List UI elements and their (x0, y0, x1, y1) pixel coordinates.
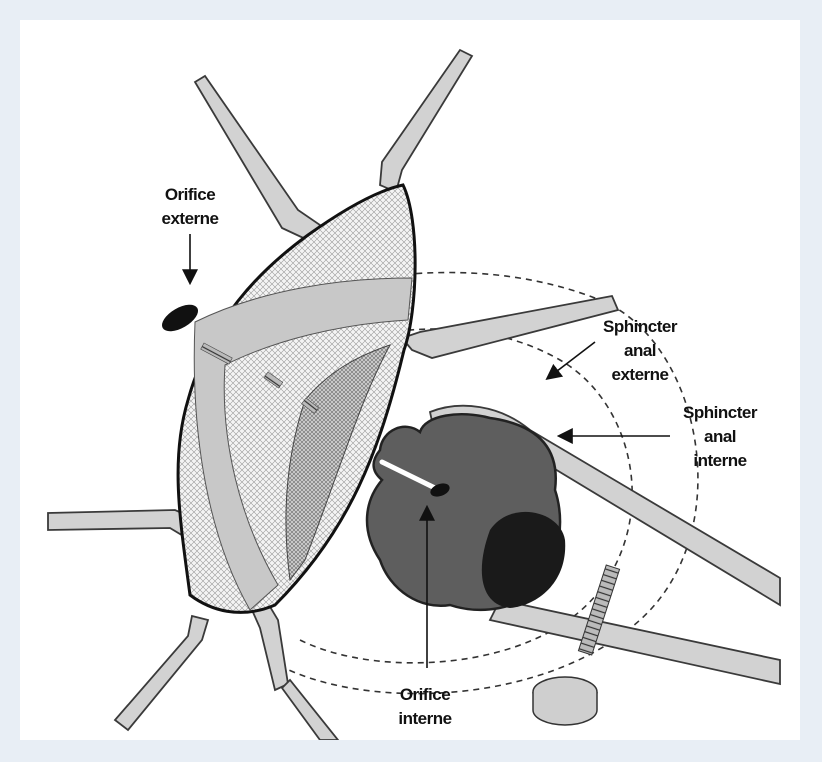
figure-panel: Orifice externe Sphincter anal externe S… (20, 20, 800, 740)
label-sphincter-externe-line1: Sphincter (603, 317, 678, 336)
label-sphincter-externe-line2: anal (624, 341, 656, 360)
label-orifice-interne-line1: Orifice (400, 685, 450, 704)
label-sphincter-externe: Sphincter anal externe (548, 317, 678, 384)
label-sphincter-interne: Sphincter anal interne (560, 403, 758, 470)
label-sphincter-interne-line1: Sphincter (683, 403, 758, 422)
label-sphincter-externe-line3: externe (612, 365, 669, 384)
label-orifice-interne-line2: interne (398, 709, 451, 728)
label-orifice-externe-line1: Orifice (165, 185, 215, 204)
retractor-bottom (252, 600, 338, 740)
label-sphincter-interne-line3: interne (693, 451, 746, 470)
dark-mass (482, 512, 565, 608)
retractor-bottom-left (115, 616, 208, 730)
label-sphincter-interne-line2: anal (704, 427, 736, 446)
retractor-top-right (380, 50, 472, 192)
label-orifice-externe-line2: externe (162, 209, 219, 228)
surgical-diagram: Orifice externe Sphincter anal externe S… (20, 20, 800, 740)
arrow-sphincter-externe (548, 342, 595, 378)
label-orifice-externe: Orifice externe (162, 185, 219, 282)
retractor-left (48, 510, 198, 540)
